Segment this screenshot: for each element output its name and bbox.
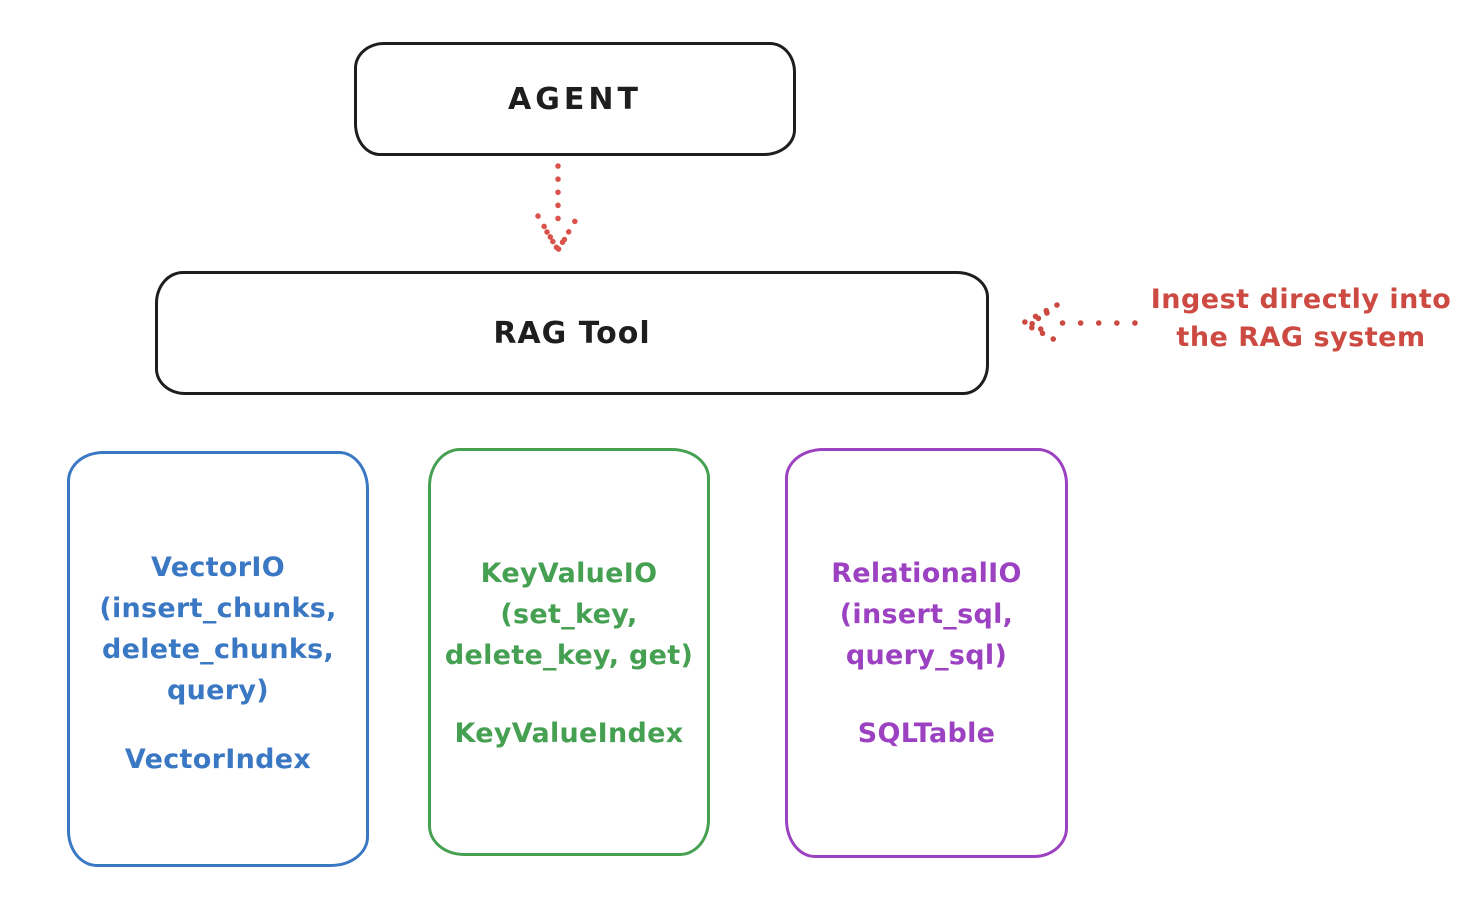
rag-tool-node: RAG Tool [155,271,989,395]
key-value-io-methods-line1: (set_key, [500,599,638,630]
vector-io-methods-line3: query) [167,675,269,706]
vector-io-methods-line1: (insert_chunks, [99,593,337,624]
key-value-io-methods-line2: delete_key, get) [444,640,694,671]
vector-index-label: VectorIndex [124,744,312,775]
key-value-io-card: KeyValueIO (set_key, delete_key, get) Ke… [428,448,710,856]
ingest-annotation-line1: Ingest directly into [1150,284,1452,315]
ingest-annotation: Ingest directly into the RAG system [1128,281,1474,357]
agent-node: AGENT [354,42,796,156]
ingest-annotation-line2: the RAG system [1176,322,1426,353]
rag-tool-node-label: RAG Tool [493,315,651,351]
key-value-index-label: KeyValueIndex [454,718,684,749]
relational-io-card: RelationalIO (insert_sql, query_sql) SQL… [785,448,1068,858]
relational-io-methods-line1: (insert_sql, [839,599,1014,630]
relational-io-methods-line2: query_sql) [845,640,1008,671]
relational-io-title: RelationalIO [831,558,1022,589]
agent-node-label: AGENT [508,81,642,117]
sql-table-label: SQLTable [857,718,996,749]
vector-io-title: VectorIO [151,552,285,583]
ingest-annotation-arrow [1017,302,1138,344]
key-value-io-title: KeyValueIO [480,558,658,589]
vector-io-methods-line2: delete_chunks, [101,634,335,665]
agent-to-rag-arrow [535,163,581,256]
vector-io-card: VectorIO (insert_chunks, delete_chunks, … [67,451,369,867]
